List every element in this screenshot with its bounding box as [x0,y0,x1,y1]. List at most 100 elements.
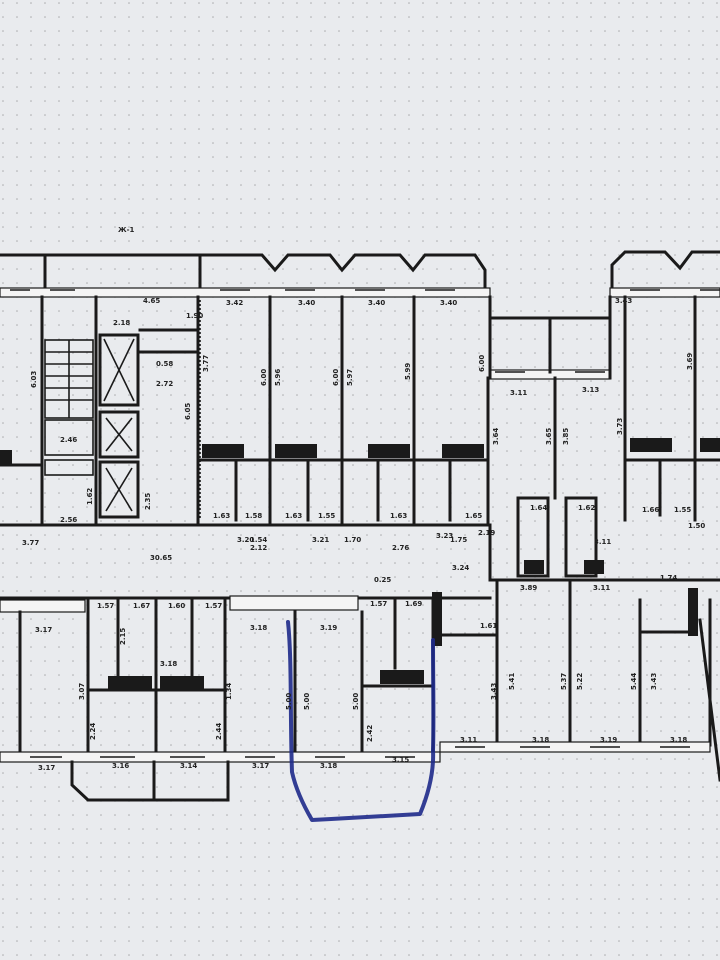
dim-label: 3.23 [436,532,453,540]
dim-label: 1.54 [250,536,267,544]
dim-label: 3.19 [600,736,617,744]
dim-label: 3.77 [202,355,210,372]
dim-label: 3.17 [38,764,55,772]
top-outer-wall [0,287,720,380]
dim-label: 5.00 [352,693,360,710]
dim-label: 3.43 [615,297,632,305]
dim-label: 3.69 [686,353,694,370]
dim-label: 3.11 [510,389,527,397]
wet-room-dimension-labels: 1.63 1.58 1.63 1.55 1.63 1.65 1.64 1.62 … [60,504,705,544]
dim-label: 4.65 [143,297,160,305]
dim-label: 3.89 [520,584,537,592]
top-balconies [0,250,720,290]
dim-label: 3.11 [593,584,610,592]
hand-drawn-marker-outline [286,620,436,822]
dim-label: 3.07 [78,683,86,700]
dim-label: 1.62 [578,504,595,512]
corridor-dimension-labels: 30.65 2.76 3.23 3.24 3.20 3.21 3.77 2.19… [22,529,677,584]
dim-label: 5.00 [285,693,293,710]
dim-label: 5.97 [346,369,354,386]
dim-label: 2.12 [250,544,267,552]
dim-label: 3.13 [582,386,599,394]
dim-label: 2.72 [156,380,173,388]
dim-label: 1.65 [465,512,482,520]
dim-label: 1.57 [205,602,222,610]
dim-label: 1.50 [688,522,705,530]
dim-label: 3.18 [670,736,687,744]
dim-label: 1.90 [186,312,203,320]
dim-label: 5.37 [560,673,568,690]
dim-label: 5.99 [404,363,412,380]
dim-label: 1.74 [660,574,677,582]
dim-label: 1.58 [245,512,262,520]
dim-label: 3.17 [35,626,52,634]
dim-label: 6.00 [332,369,340,386]
dim-label: 3.11 [460,736,477,744]
dim-label: 3.20 [237,536,254,544]
dim-label: 2.19 [478,529,495,537]
upper-walls [0,295,720,578]
dim-label: 3.43 [650,673,658,690]
sheet-label-text: Ж-1 [118,226,134,234]
dim-label: 1.66 [642,506,659,514]
dim-label: 3.19 [320,624,337,632]
dim-label: 3.18 [320,762,337,770]
dim-label: 3.43 [490,683,498,700]
dim-label: 5.22 [576,673,584,690]
dim-label: 3.73 [616,418,624,435]
dim-label: 3.16 [112,762,129,770]
dim-label: 3.11 [594,538,611,546]
dim-label: 1.64 [530,504,547,512]
lower-dimension-labels: 3.17 3.17 3.16 3.14 3.17 3.18 3.19 3.15 … [35,538,687,772]
vertical-dimension-labels: 6.03 6.05 3.77 6.00 5.96 6.00 5.97 5.99 … [30,353,694,510]
dim-label: 3.40 [368,299,385,307]
dim-label: 3.18 [160,660,177,668]
lower-vertical-dimension-labels: 5.00 5.00 5.00 5.41 5.37 5.22 5.44 3.43 … [78,628,658,742]
dim-label: 3.18 [250,624,267,632]
dim-label: 1.60 [168,602,185,610]
dim-label: 1.63 [390,512,407,520]
dim-label: 3.15 [392,756,409,764]
dim-label: 5.41 [508,673,516,690]
dim-label: 2.42 [366,725,374,742]
dim-label: 3.85 [562,428,570,445]
dim-label: 6.03 [30,371,38,388]
dim-label: 2.24 [89,723,97,740]
top-dimension-labels: 4.65 3.42 3.40 3.40 3.40 3.11 3.13 3.43 … [60,297,632,444]
dim-label: 3.24 [452,564,469,572]
dim-label: 6.05 [184,403,192,420]
dim-label: 1.34 [225,683,233,700]
dim-label: 3.65 [545,428,553,445]
dim-label: 3.42 [226,299,243,307]
dim-label: 1.67 [133,602,150,610]
dim-label: 2.18 [113,319,130,327]
dim-label: 6.00 [260,369,268,386]
dim-label: 3.40 [440,299,457,307]
dim-label: 1.62 [86,488,94,505]
dim-label: 3.17 [252,762,269,770]
dim-label: 1.70 [344,536,361,544]
dim-label: 1.61 [480,622,497,630]
dim-label: 1.69 [405,600,422,608]
dim-label: 3.77 [22,539,39,547]
dim-label: 5.00 [303,693,311,710]
dim-label: 1.55 [318,512,335,520]
dim-label: 6.00 [478,355,486,372]
dim-label: 5.96 [274,369,282,386]
dim-label: 3.18 [532,736,549,744]
dim-label: 1.57 [370,600,387,608]
dim-label: 3.14 [180,762,197,770]
sheet-label: Ж-1 [118,226,134,234]
dim-label: 1.63 [285,512,302,520]
dim-label: 0.25 [374,576,391,584]
dim-label: 2.56 [60,516,77,524]
dim-label: 0.58 [156,360,173,368]
dim-label: 2.44 [215,723,223,740]
corridor [0,523,720,613]
dim-label: 2.15 [119,628,127,645]
dim-label: 3.40 [298,299,315,307]
dim-label: 2.35 [144,493,152,510]
dim-label: 3.21 [312,536,329,544]
dim-label: 1.75 [450,536,467,544]
